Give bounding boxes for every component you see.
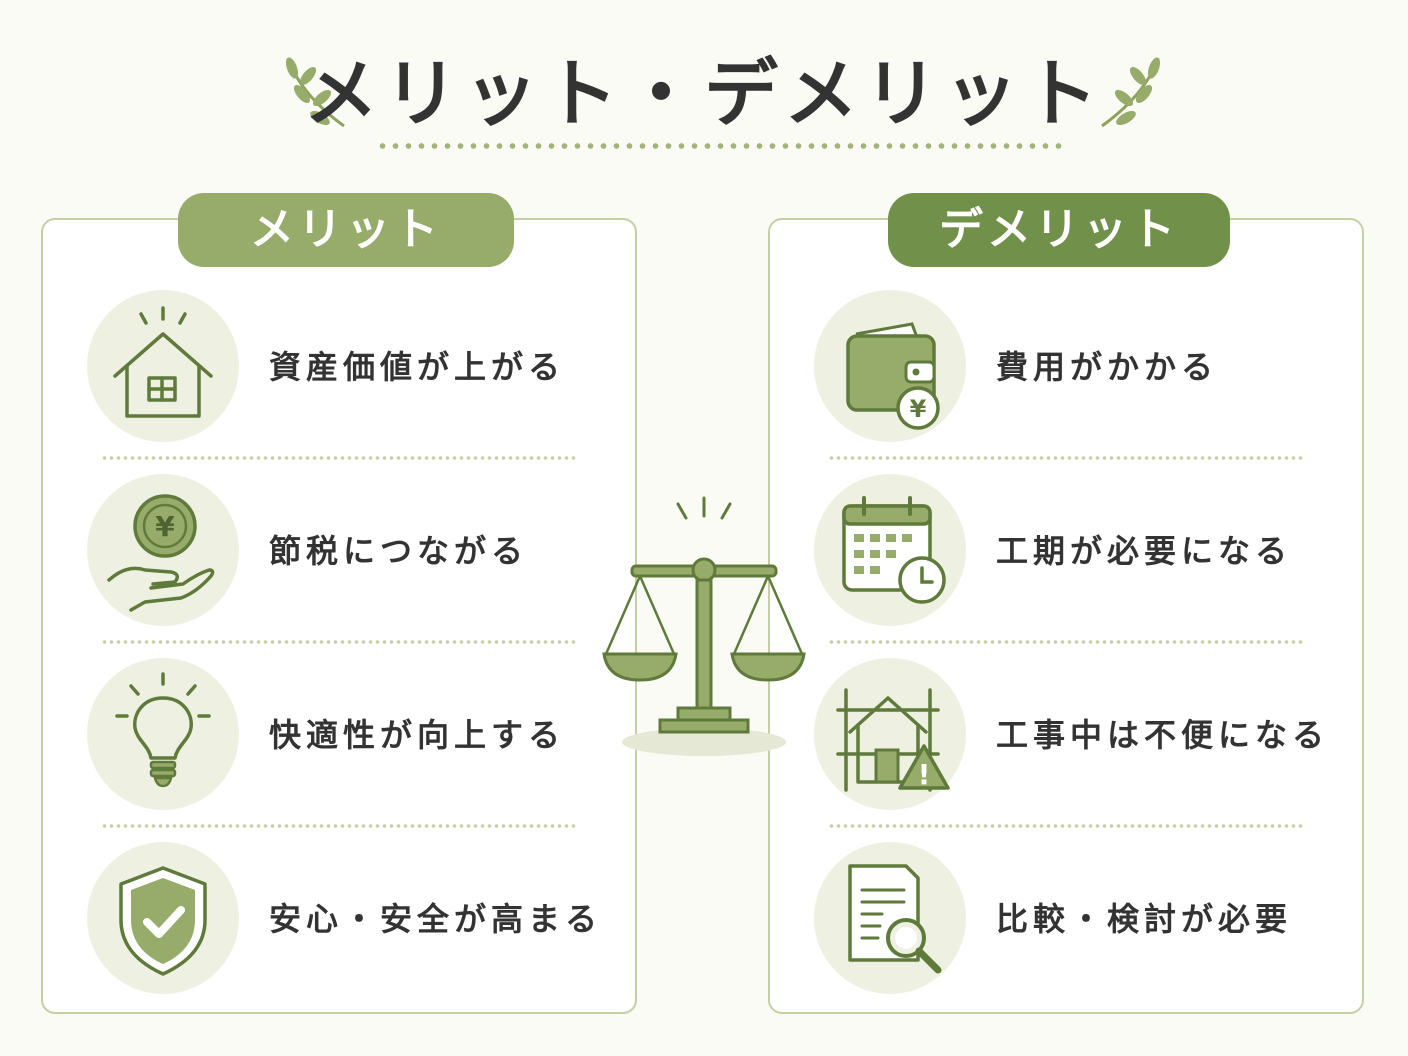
- merit-icon-circle: [87, 290, 239, 442]
- demerit-item-label: 工事中は不便になる: [996, 716, 1330, 754]
- page-title: メリット・デメリット: [304, 51, 1104, 137]
- merit-icon-circle: [87, 658, 239, 810]
- merit-item-tax-saving: ¥ 節税につながる: [43, 474, 639, 634]
- title-area: メリット・デメリット: [0, 40, 1408, 160]
- lightbulb-icon: [115, 672, 211, 788]
- merit-item-label: 資産価値が上がる: [269, 348, 566, 386]
- house-warning-icon: !: [836, 688, 950, 792]
- title-underline-dots: [376, 142, 1066, 150]
- document-search-icon: [848, 864, 942, 974]
- merit-item-comfort: 快適性が向上する: [43, 658, 639, 818]
- svg-text:!: !: [918, 758, 931, 791]
- svg-text:¥: ¥: [155, 510, 175, 543]
- merit-item-label: 節税につながる: [269, 532, 529, 570]
- demerit-icon-circle: ¥: [814, 290, 966, 442]
- demerit-panel: ¥ 費用がかかる 工期が必要になる: [768, 218, 1364, 1014]
- merit-divider: [101, 456, 579, 460]
- merit-heading-badge: メリット: [178, 193, 514, 267]
- merit-icon-circle: [87, 842, 239, 994]
- laurel-right-icon: [1101, 57, 1161, 128]
- wallet-yen-icon: ¥: [846, 322, 940, 430]
- shield-check-icon: [119, 866, 207, 976]
- merit-item-label: 快適性が向上する: [269, 716, 566, 754]
- calendar-clock-icon: [842, 496, 946, 604]
- demerit-item-construction-period: 工期が必要になる: [770, 474, 1366, 634]
- house-icon: [113, 306, 213, 418]
- merit-item-asset-value: 資産価値が上がる: [43, 290, 639, 450]
- demerit-item-label: 費用がかかる: [996, 348, 1219, 386]
- demerit-divider: [828, 456, 1306, 460]
- laurel-left-icon: [285, 57, 345, 128]
- demerit-icon-circle: [814, 474, 966, 626]
- demerit-item-label: 比較・検討が必要: [996, 900, 1293, 938]
- demerit-item-label: 工期が必要になる: [996, 532, 1293, 570]
- merit-item-label: 安心・安全が高まる: [269, 900, 603, 938]
- demerit-divider: [828, 824, 1306, 828]
- yen-coin-hand-icon: ¥: [107, 494, 215, 612]
- merit-divider: [101, 824, 579, 828]
- demerit-item-comparison: 比較・検討が必要: [770, 842, 1366, 1002]
- merit-item-safety: 安心・安全が高まる: [43, 842, 639, 1002]
- balance-scale-icon: [602, 496, 806, 756]
- merit-divider: [101, 640, 579, 644]
- merit-icon-circle: ¥: [87, 474, 239, 626]
- demerit-icon-circle: !: [814, 658, 966, 810]
- svg-text:¥: ¥: [910, 395, 927, 423]
- demerit-item-cost: ¥ 費用がかかる: [770, 290, 1366, 450]
- demerit-icon-circle: [814, 842, 966, 994]
- merit-panel: 資産価値が上がる ¥ 節税につながる: [41, 218, 637, 1014]
- demerit-item-inconvenience: ! 工事中は不便になる: [770, 658, 1366, 818]
- demerit-heading-badge: デメリット: [888, 193, 1230, 267]
- demerit-divider: [828, 640, 1306, 644]
